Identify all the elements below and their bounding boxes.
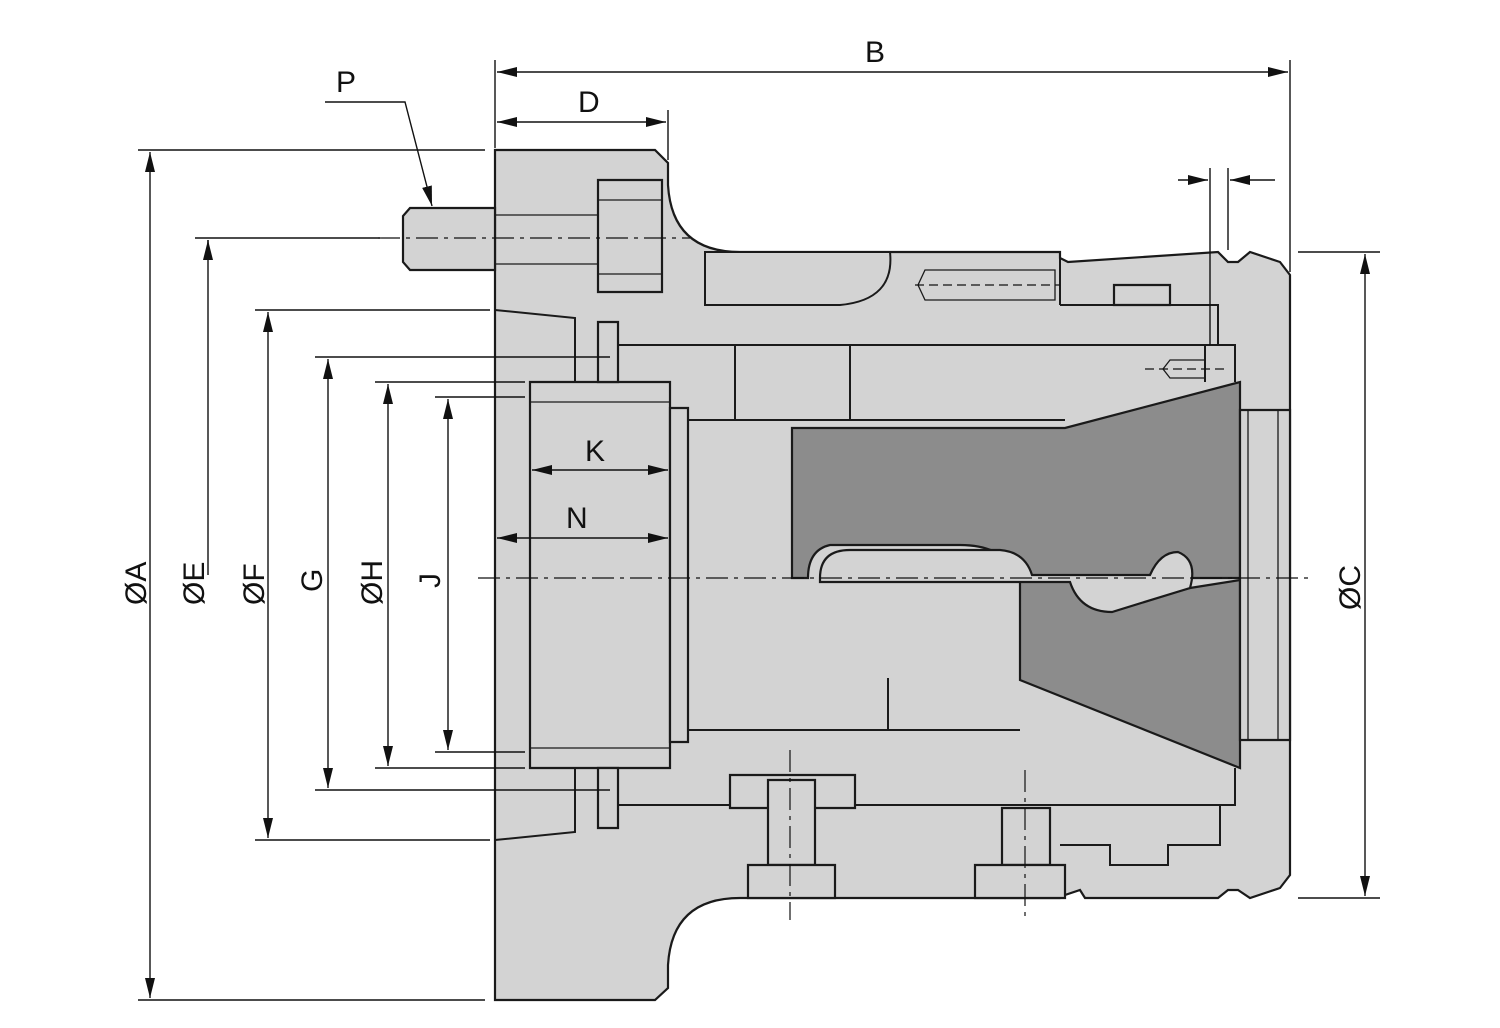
lower-screws (728, 773, 1221, 900)
label-g: G (296, 569, 329, 592)
collet-assembly (528, 255, 1292, 830)
dimension-lines (145, 67, 1370, 998)
label-h: ØH (356, 560, 389, 605)
label-d: D (578, 86, 600, 119)
label-j: J (414, 573, 447, 588)
dimension-labels: B D P K N ØA ØE ØF G ØH J ØC (120, 36, 1367, 610)
center-lines (378, 237, 1308, 920)
label-k: K (585, 435, 605, 468)
extension-lines (138, 60, 1380, 1001)
label-n: N (566, 502, 588, 535)
label-f: ØF (238, 563, 271, 605)
bolt-p (401, 178, 664, 294)
label-c: ØC (1334, 565, 1367, 610)
label-a: ØA (120, 562, 153, 605)
label-b: B (865, 36, 885, 69)
label-p: P (336, 66, 356, 99)
label-e: ØE (178, 562, 211, 605)
